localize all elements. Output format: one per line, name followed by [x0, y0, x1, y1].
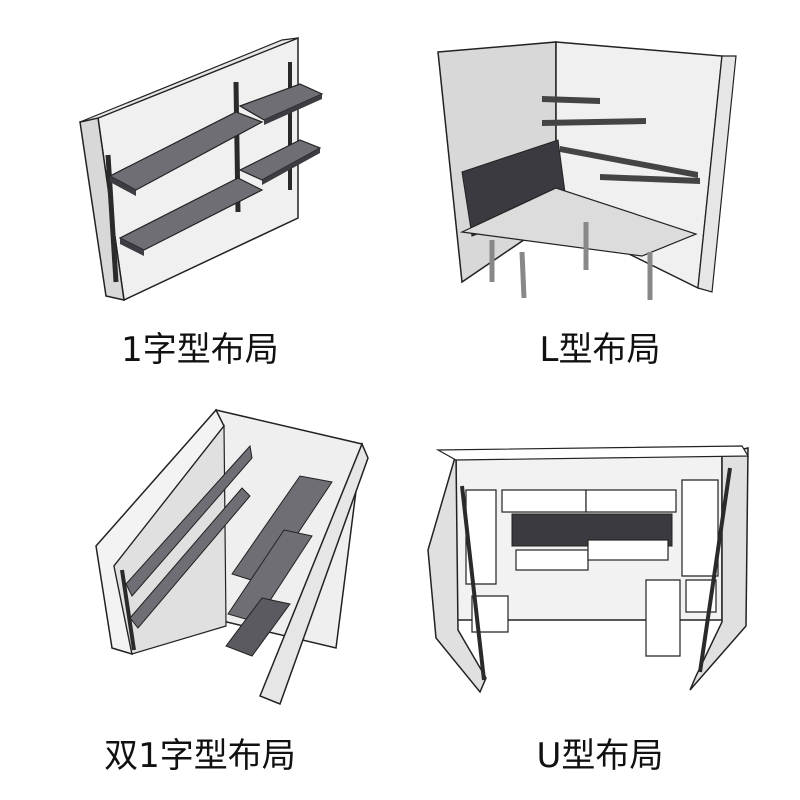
wall-edge [697, 55, 737, 293]
layout-u-shape: U型布局 [400, 400, 800, 800]
white-shelf [585, 489, 677, 513]
shelf [560, 146, 698, 178]
white-shelf [471, 595, 509, 633]
white-shelf [587, 539, 669, 561]
desk-top [459, 187, 698, 257]
layout-label: L型布局 [539, 330, 661, 370]
double-line-illustration [95, 408, 369, 705]
u-shape-illustration [427, 445, 750, 694]
white-shelf [515, 549, 589, 571]
layout-single-line: 1字型布局 [0, 0, 400, 400]
upright-rail [460, 485, 486, 681]
shelf-edge [110, 176, 136, 196]
shelf [129, 487, 251, 629]
shelf [108, 111, 264, 191]
shelf [600, 174, 700, 184]
white-shelf [465, 489, 497, 585]
wall-top [435, 445, 750, 461]
right-wall [259, 442, 369, 705]
white-shelf [645, 579, 681, 657]
white-shelf [501, 489, 587, 513]
white-shelf [681, 479, 719, 577]
shelf [542, 96, 600, 104]
single-line-illustration [79, 36, 324, 302]
right-wall [689, 447, 749, 691]
upright-rail [120, 569, 136, 651]
upright-rail [698, 467, 732, 673]
wall-top [79, 37, 299, 123]
layout-label: U型布局 [536, 736, 664, 776]
layout-label: 1字型布局 [121, 330, 279, 370]
shelf-edge [262, 148, 320, 185]
shelf [125, 444, 253, 597]
shelf [225, 597, 291, 657]
layout-l-shape: L型布局 [400, 0, 800, 400]
desk-leg [519, 251, 527, 299]
layout-double-line: 双1字型布局 [0, 400, 400, 800]
shelf [542, 118, 646, 126]
shelf-edge [264, 94, 322, 125]
l-shape-illustration [437, 41, 737, 300]
layout-label: 双1字型布局 [104, 736, 296, 776]
shelf-edge [120, 238, 144, 256]
